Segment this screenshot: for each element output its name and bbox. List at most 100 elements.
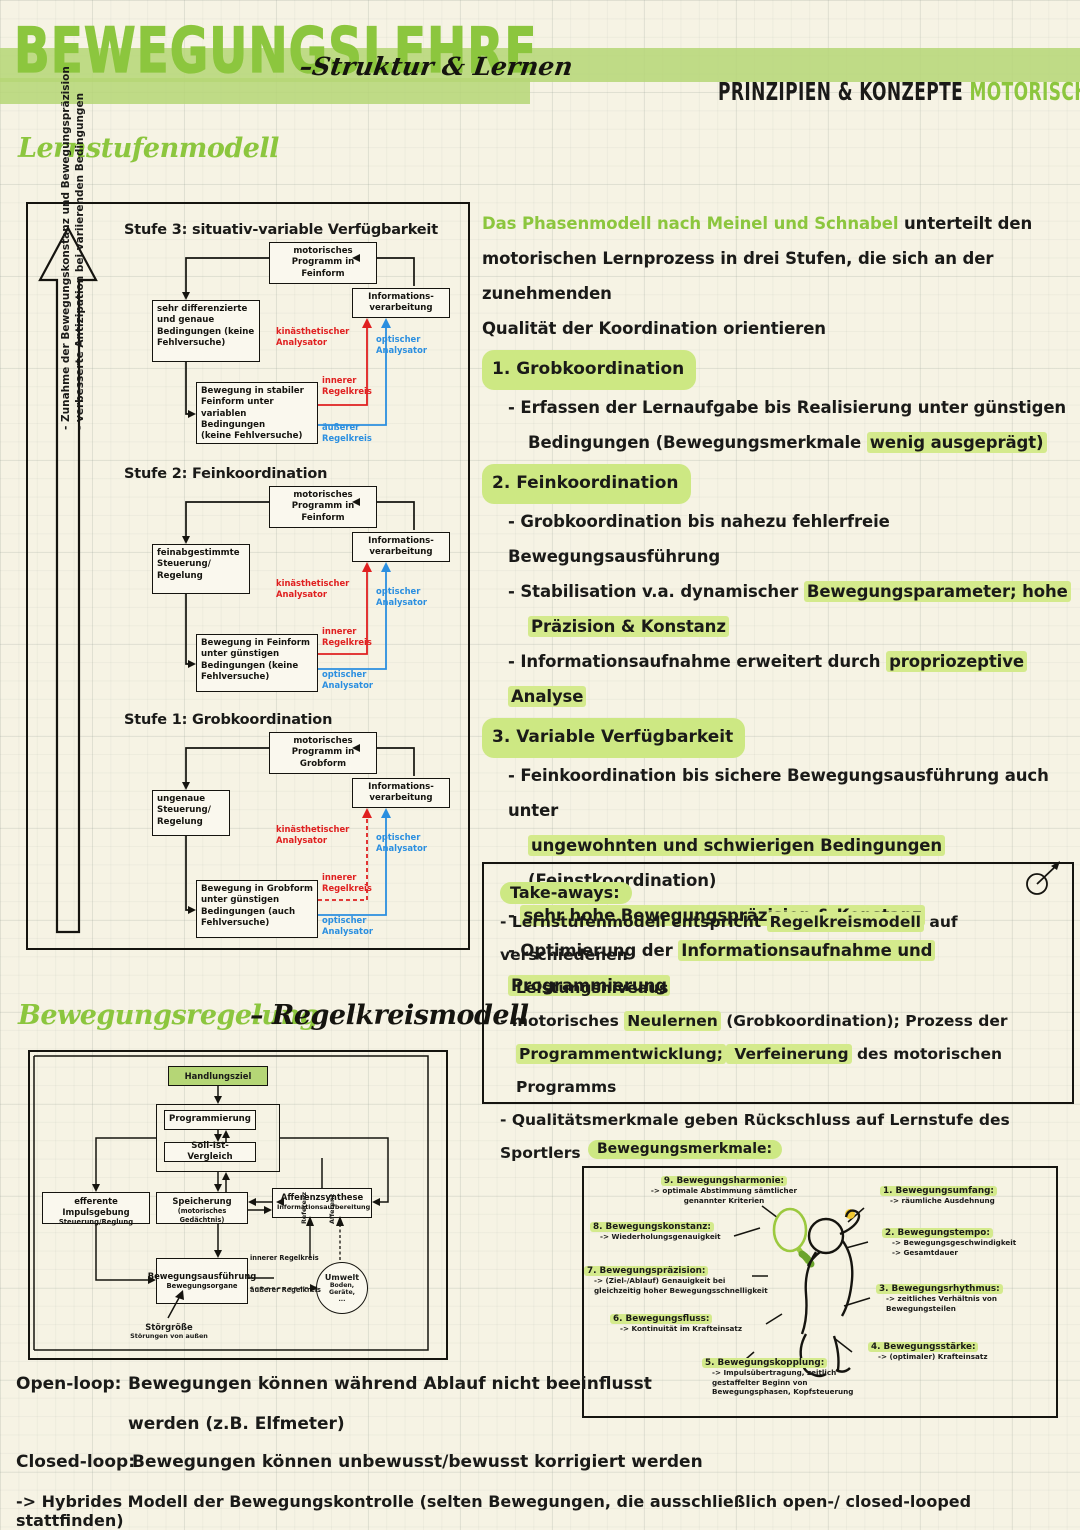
bewegungsmerkmal-sub-8: -> zeitliches Verhältnis von Bewegungste…	[886, 1294, 997, 1313]
phasenmodell-intro-line1: Das Phasenmodell nach Meinel und Schnabe…	[482, 206, 1074, 241]
stufe-1-innerer-regelkreis-label: innerer Regelkreis	[322, 872, 372, 893]
regelkreis-umwelt-main: Umwelt	[324, 1272, 360, 1282]
regelkreis-innerer-label: innerer Regelkreis	[250, 1254, 319, 1262]
stufe-2-execution-box: Bewegung in Feinform unter günstigen Bed…	[196, 634, 318, 692]
phasenmodell-line-2-3: Präzision & Konstanz	[482, 609, 1074, 644]
tennis-player-figure-icon	[772, 1207, 861, 1378]
target-arrow-icon	[1026, 861, 1060, 895]
phasenmodell-line-3-1: - Feinkoordination bis sichere Bewegungs…	[508, 766, 1049, 820]
bewegungsmerkmal-item-8: 3. Bewegungsrhythmus:-> zeitliches Verhä…	[876, 1284, 1052, 1313]
phasenmodell-text-column: Das Phasenmodell nach Meinel und Schnabe…	[482, 206, 1074, 1003]
open-loop-label: Open-loop:	[16, 1374, 122, 1394]
regelkreis-efferente-main: efferente Impulsgebung	[62, 1196, 130, 1218]
bewegungsmerkmal-item-1: 9. Bewegungsharmonie:-> optimale Abstimm…	[634, 1176, 814, 1205]
stufe-3-optischer-label: optischer Analysator	[376, 334, 427, 355]
bewegungsmerkmal-heading-6: 1. Bewegungsumfang:	[880, 1186, 1050, 1196]
bewegungsmerkmal-heading-8: 3. Bewegungsrhythmus:	[876, 1284, 1052, 1294]
stufe-3-innerer-regelkreis-label: innerer Regelkreis	[322, 375, 372, 396]
open-loop-text1: Bewegungen können während Ablauf nicht b…	[128, 1374, 652, 1394]
bewegungsmerkmal-heading-2: 8. Bewegungskonstanz:	[590, 1222, 750, 1232]
progression-arrow-icon	[38, 225, 98, 934]
stufe-3-title: Stufe 3: situativ-variable Verfügbarkeit	[124, 222, 438, 238]
regelkreis-speicherung-sub: (motorisches Gedächtnis)	[177, 1207, 227, 1224]
phasenmodell-heading-pill-1: 1. Grobkoordination	[482, 350, 697, 390]
open-loop-text2: werden (z.B. Elfmeter)	[128, 1414, 345, 1434]
bewegungsmerkmal-sub-5: -> Impulsübertragung, zeitlich gestaffel…	[712, 1368, 854, 1397]
regelkreismodell-frame	[28, 1050, 448, 1360]
header-accent-band-right	[0, 48, 1080, 82]
takeaway-line-5: - Qualitätsmerkmale geben Rückschluss au…	[500, 1111, 1010, 1162]
takeaways-heading: Take-aways:	[500, 882, 632, 904]
closed-loop-label: Closed-loop:	[16, 1452, 136, 1472]
bewegungsmerkmal-sub-9: -> (optimaler) Krafteinsatz	[878, 1352, 988, 1361]
bewegungsmerkmal-sub-3: -> (Ziel-/Ablauf) Genauigkeit bei gleich…	[594, 1276, 768, 1295]
stufe-3-execution-box: Bewegung in stabiler Feinform unter vari…	[196, 382, 318, 444]
regelkreis-bewegungsausfuehrung-sub: Bewegungsorgane	[166, 1282, 238, 1291]
stufe-2-optischer-analysator-lower-label: optischer Analysator	[322, 669, 373, 690]
bewegungsmerkmale-title: Bewegungsmerkmale:	[588, 1140, 783, 1159]
stufe-1-optischer-label: optischer Analysator	[376, 832, 427, 853]
stufe-2-kinaesthetischer-label: kinästhetischer Analysator	[276, 578, 350, 599]
bewegungsmerkmal-item-9: 4. Bewegungsstärke:-> (optimaler) Krafte…	[868, 1342, 1044, 1362]
stufe-1-optischer-analysator-lower-label: optischer Analysator	[322, 915, 373, 936]
stufe-2-innerer-regelkreis-label: innerer Regelkreis	[322, 626, 372, 647]
page-title: BEWEGUNGSLEHRE	[13, 13, 538, 87]
header-topic-label: PRINZIPIEN & KONZEPTE MOTORISCHEN LERNEN…	[718, 78, 1080, 107]
bewegungsmerkmale-title-wrap: Bewegungsmerkmale:	[588, 1136, 783, 1159]
regelkreis-afferenzsynthese-box: Afferenzsynthese Informationsaufbereitun…	[272, 1188, 372, 1218]
bewegungsmerkmal-heading-5: 5. Bewegungskopplung:	[702, 1358, 872, 1368]
regelkreis-speicherung-main: Speicherung	[172, 1196, 232, 1206]
bewegungsmerkmal-item-2: 8. Bewegungskonstanz:-> Wiederholungsgen…	[590, 1222, 750, 1242]
lernstufenmodell-frame	[26, 202, 470, 950]
stufe-2-program-box: motorisches Programm in Feinform	[269, 486, 377, 528]
bewegungsmerkmal-heading-4: 6. Bewegungsfluss:	[610, 1314, 770, 1324]
phasenmodell-line-1-2: Bedingungen (Bewegungsmerkmale wenig aus…	[482, 425, 1074, 460]
takeaway-line-4: Programmentwicklung; Verfeinerung des mo…	[516, 1044, 1002, 1096]
takeaway-line-2: Leistungsniveaus	[516, 979, 669, 997]
phasenmodell-heading-2: 2. Feinkoordination	[482, 460, 1074, 504]
regelkreis-programmierung-box: Programmierung	[164, 1110, 256, 1130]
regelkreismodell-group: Handlungsziel Programmierung Soll-Ist-Ve…	[28, 1050, 448, 1360]
axis-label-group: - Zunahme der Bewegungskonstanz und Bewe…	[60, 10, 100, 430]
bewegungsmerkmal-item-5: 5. Bewegungskopplung:-> Impulsübertragun…	[702, 1358, 872, 1397]
regelkreis-zentrale-box	[156, 1104, 280, 1172]
phasenmodell-intro-green: Das Phasenmodell nach Meinel und Schnabe…	[482, 214, 899, 233]
regelkreis-stoergroesse-main: Störgröße	[145, 1322, 193, 1332]
regelkreis-bewegungsausfuehrung-box: Bewegungsausführung Bewegungsorgane	[148, 1258, 256, 1304]
regelkreis-efferente-box: efferente Impulsgebung Steuerung/Reglung	[42, 1192, 150, 1227]
axis-label-line2: - verbesserte Antizipation bei variieren…	[74, 92, 86, 430]
stufe-1-program-box: motorisches Programm in Grobform	[269, 732, 377, 774]
takeaways-inner: Take-aways: - Lernstufenmodell entsprich…	[484, 864, 1072, 1184]
stufe-2-optischer-label: optischer Analysator	[376, 586, 427, 607]
bewegungsmerkmale-leader-lines	[733, 1205, 871, 1367]
phasenmodell-line-3-4: - Optimierung der Informationsaufnahme u…	[482, 933, 1074, 1003]
stufe-3-control-box: sehr differenzierte und genaue Bedingung…	[152, 300, 260, 362]
closed-loop-text: Bewegungen können unbewusst/bewusst korr…	[132, 1452, 703, 1472]
bewegungsmerkmal-item-4: 6. Bewegungsfluss:-> Kontinuität im Kraf…	[610, 1314, 770, 1334]
stufe-1-title: Stufe 1: Grobkoordination	[124, 712, 333, 728]
stufe-3-aeusserer-regelkreis-label: äußerer Regelkreis	[322, 422, 372, 443]
bewegungsmerkmal-heading-1: 9. Bewegungsharmonie:	[634, 1176, 814, 1186]
phasenmodell-heading-3: 3. Variable Verfügbarkeit	[482, 714, 1074, 758]
regelkreis-arrows	[33, 1055, 429, 1351]
bewegungsmerkmal-item-3: 7. Bewegungspräzision:-> (Ziel-/Ablauf) …	[584, 1266, 774, 1295]
stufe-1-control-box: ungenaue Steuerung/ Regelung	[152, 790, 230, 836]
phasenmodell-items: 1. Grobkoordination- Erfassen der Lernau…	[482, 346, 1074, 1003]
regelkreis-aeusserer-label: äußerer Regelkreis	[250, 1286, 321, 1294]
regelkreis-speicherung-box: Speicherung (motorisches Gedächtnis)	[156, 1192, 248, 1224]
phasenmodell-intro-line3: Qualität der Koordination orientieren	[482, 319, 826, 338]
bewegungsmerkmal-item-6: 1. Bewegungsumfang:-> räumliche Ausdehnu…	[880, 1186, 1050, 1206]
regelkreis-soll-ist-box: Soll-Ist-Vergleich	[164, 1141, 256, 1162]
stufe-1-kinaesthetischer-label: kinästhetischer Analysator	[276, 824, 350, 845]
bewegungsmerkmal-sub-6: -> räumliche Ausdehnung	[890, 1196, 995, 1205]
header-topic-black: PRINZIPIEN & KONZEPTE	[718, 78, 970, 107]
regelkreis-efferente-sub: Steuerung/Reglung	[58, 1218, 134, 1227]
regelkreis-stoergroesse-sub: Störungen von außen	[130, 1332, 208, 1340]
phasenmodell-intro-line2: motorischen Lernprozess in drei Stufen, …	[482, 249, 994, 303]
page-subtitle: –Struktur & Lernen	[297, 52, 575, 81]
section-title-bewegungsregelung: Bewegungsregelung	[18, 1000, 319, 1031]
stufe-1-info-box: Informations- verarbeitung	[352, 778, 450, 808]
bewegungsmerkmal-sub-2: -> Wiederholungsgenauigkeit	[600, 1232, 721, 1241]
regelkreis-afferenzsynthese-main: Afferenzsynthese	[280, 1192, 364, 1202]
header-accent-band-left	[0, 78, 530, 104]
